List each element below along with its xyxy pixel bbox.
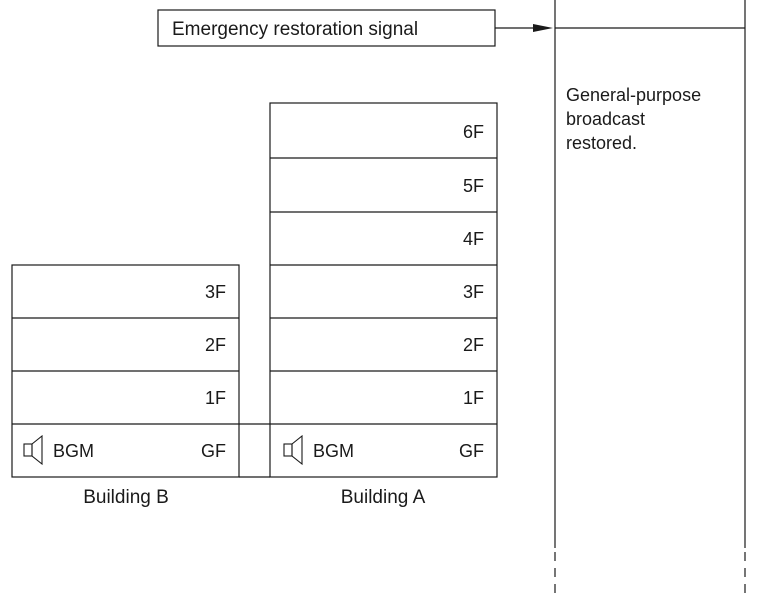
speaker-icon bbox=[23, 434, 43, 466]
arrow-right-icon bbox=[495, 24, 553, 32]
floor-label-3f: 3F bbox=[463, 282, 484, 302]
building-b-caption: Building B bbox=[83, 487, 169, 508]
bgm-label: BGM bbox=[53, 441, 94, 461]
status-line-3: restored. bbox=[566, 133, 637, 153]
floor-label-2f: 2F bbox=[205, 335, 226, 355]
speaker-icon bbox=[283, 434, 303, 466]
building-a-caption: Building A bbox=[341, 487, 426, 508]
bgm-label: BGM bbox=[313, 441, 354, 461]
floor-label-4f: 4F bbox=[463, 229, 484, 249]
floor-label-1f: 1F bbox=[205, 388, 226, 408]
building-a: 6F 5F 4F 3F 2F 1F GF BGM bbox=[269, 102, 498, 478]
floor-label-gf: GF bbox=[459, 441, 484, 461]
floor-label-2f: 2F bbox=[463, 335, 484, 355]
floor-label-1f: 1F bbox=[463, 388, 484, 408]
building-a-outline bbox=[269, 102, 498, 478]
building-b: 3F 2F 1F GF BGM bbox=[11, 264, 240, 478]
floor-label-3f: 3F bbox=[205, 282, 226, 302]
floor-label-6f: 6F bbox=[463, 122, 484, 142]
floor-label-5f: 5F bbox=[463, 176, 484, 196]
floor-label-gf: GF bbox=[201, 441, 226, 461]
status-line-2: broadcast bbox=[566, 109, 645, 129]
gf-connector bbox=[239, 423, 270, 478]
status-line-1: General-purpose bbox=[566, 85, 701, 105]
signal-label: Emergency restoration signal bbox=[172, 19, 418, 40]
